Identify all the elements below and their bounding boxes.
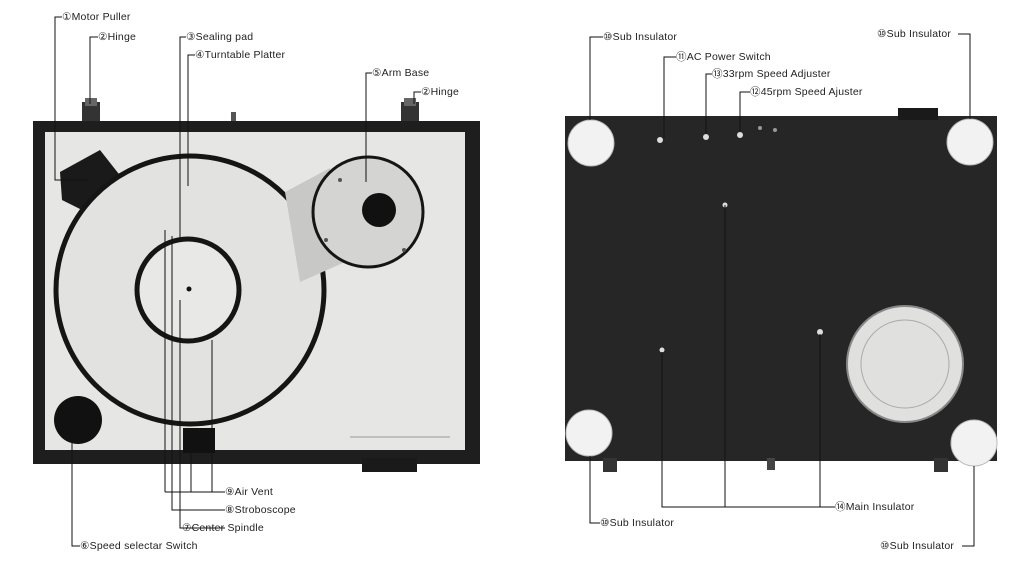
label-sealing-pad: ③Sealing pad <box>186 31 254 43</box>
sub-insulator-bottom-left-part <box>565 409 613 457</box>
motor-puller-part <box>60 150 122 210</box>
center-spindle-part <box>186 286 192 292</box>
label-33rpm-speed-adjuster: ⑬33rpm Speed Adjuster <box>712 68 831 80</box>
bottom-view-turntable <box>565 33 998 547</box>
label-sub-insulator-bottom-right: ⑩Sub Insulator <box>880 540 955 552</box>
label-sub-insulator-bottom-left: ⑩Sub Insulator <box>600 517 675 529</box>
label-main-insulator: ⑭Main Insulator <box>835 501 915 513</box>
label-center-spindle: ⑦Center Spindle <box>182 522 264 534</box>
label-ac-power-switch: ⑪AC Power Switch <box>676 51 771 63</box>
speed-selector-knob <box>54 396 102 444</box>
label-hinge-left: ②Hinge <box>98 31 137 43</box>
label-air-vent: ⑨Air Vent <box>225 486 273 498</box>
hinge-left-part <box>82 102 100 122</box>
label-motor-puller: ①Motor Puller <box>62 11 131 23</box>
top-view-turntable <box>33 16 480 547</box>
label-arm-base: ⑤Arm Base <box>372 67 430 79</box>
main-insulator-part <box>846 305 964 423</box>
label-speed-selector-switch: ⑥Speed selectar Switch <box>80 540 198 552</box>
sub-insulator-top-right-part <box>946 118 994 166</box>
air-vent-part <box>183 428 215 453</box>
label-hinge-right: ②Hinge <box>421 86 460 98</box>
label-turntable-platter: ④Turntable Platter <box>195 49 286 61</box>
sub-insulator-bottom-right-part <box>950 419 998 467</box>
hinge-right-part <box>401 102 419 122</box>
sub-insulator-top-left-part <box>567 119 615 167</box>
label-45rpm-speed-adjuster: ⑫45rpm Speed Ajuster <box>750 86 863 98</box>
label-stroboscope: ⑧Stroboscope <box>225 504 296 516</box>
label-sub-insulator-top-left: ⑩Sub Insulator <box>603 31 678 43</box>
label-sub-insulator-top-right: ⑩Sub Insulator <box>877 28 952 40</box>
